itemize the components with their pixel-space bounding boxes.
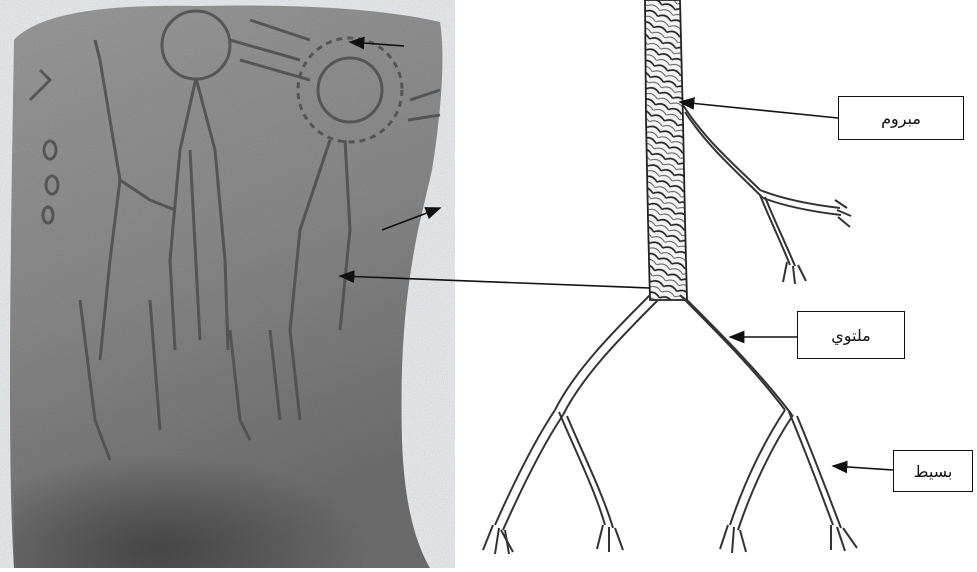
stele-photo (0, 0, 455, 568)
stele-photo-drawing (0, 0, 455, 568)
label-simple: بسيط (893, 450, 973, 492)
label-twined: ملتوي (797, 311, 905, 359)
upper-side-branch (683, 105, 851, 284)
twisted-rope-trunk (645, 0, 687, 300)
label-twisted: مبروم (838, 96, 964, 140)
